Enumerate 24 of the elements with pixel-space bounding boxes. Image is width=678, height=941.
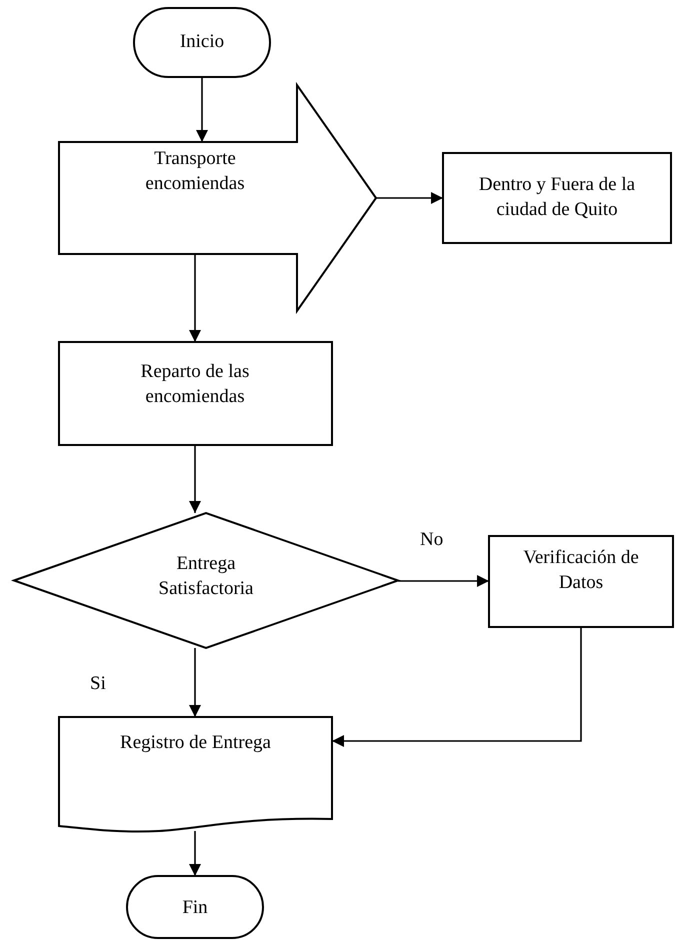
- arrow: [189, 648, 201, 717]
- start-terminator: [134, 8, 270, 77]
- process-box: [489, 536, 673, 627]
- process-box: [443, 153, 671, 243]
- node-label: Inicio: [178, 30, 226, 54]
- arrow: [398, 575, 489, 587]
- document-shape: [59, 717, 332, 833]
- node-label: Verificación de Datos: [522, 546, 640, 595]
- arrow: [189, 254, 201, 342]
- decision-diamond: [14, 513, 398, 648]
- arrow: [189, 831, 201, 876]
- process-arrow-shape: [59, 85, 376, 311]
- node-label: Reparto de las encomiendas: [140, 360, 250, 409]
- arrow: [332, 627, 582, 747]
- arrow: [376, 192, 443, 204]
- end-terminator: [127, 876, 263, 938]
- node-label: Dentro y Fuera de la ciudad de Quito: [478, 173, 636, 222]
- arrow: [196, 77, 208, 142]
- arrow: [189, 445, 201, 513]
- node-label: Entrega Satisfactoria: [158, 552, 254, 601]
- node-label: Fin: [181, 896, 209, 920]
- process-box: [59, 342, 332, 445]
- node-label: Transporte encomiendas: [144, 147, 246, 196]
- node-label: Registro de Entrega: [119, 731, 272, 755]
